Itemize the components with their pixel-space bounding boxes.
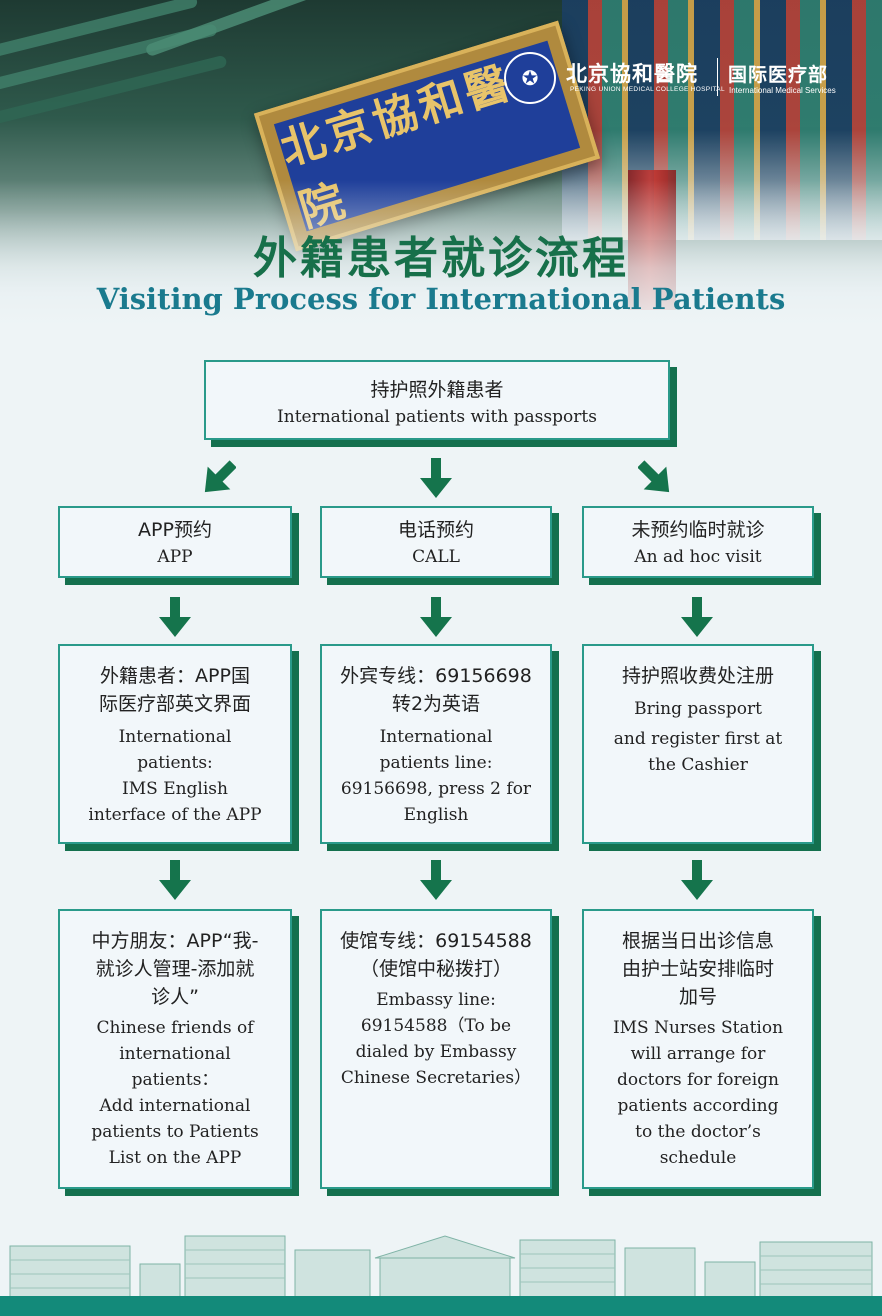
logo-dept-name-cn: 国际医疗部 [728,64,829,86]
detail-cn-line: 就诊人管理-添加就 [95,958,255,980]
arrow-down-right-icon [638,460,670,493]
step-en-line: English [403,805,469,825]
method-en: An ad hoc visit [634,547,762,567]
detail-cn-line: 中方朋友：APP“我- [91,930,259,952]
step-en-line: the Cashier [648,755,748,775]
step-cn-line: 转2为英语 [391,693,481,715]
building [759,1241,873,1300]
roof [374,1235,516,1259]
detail-cn-line: 使馆专线：69154588 [340,930,532,952]
logo-divider [717,58,718,96]
page-title-cn: 外籍患者就诊流程 [253,233,629,284]
method-cn: 电话预约 [397,519,474,541]
detail-en-line: to the doctor’s [635,1122,761,1142]
detail-box-adhoc: 根据当日出诊信息 由护士站安排临时 加号 IMS Nurses Station … [582,909,814,1189]
step-cn-line: 际医疗部英文界面 [98,693,251,715]
logo-hospital-name-en: PEKING UNION MEDICAL COLLEGE HOSPITAL [570,86,725,93]
building [139,1263,181,1300]
roof-tile [0,54,228,130]
detail-en-line: List on the APP [108,1148,242,1168]
header-photo: 北京協和醫院 [0,0,882,340]
start-box: 持护照外籍患者 International patients with pass… [204,360,670,440]
detail-en-line: dialed by Embassy [355,1042,517,1062]
step-en-line: 69156698, press 2 for [340,779,532,799]
method-cn: 未预约临时就诊 [631,519,765,541]
detail-cn-line: 诊人” [151,986,199,1008]
detail-en-line: Embassy line: [376,990,496,1010]
start-box-cn: 持护照外籍患者 [370,379,504,401]
method-en: APP [157,547,193,567]
detail-en-line: patients to Patients [91,1122,259,1142]
page-title-en: Visiting Process for International Patie… [96,282,786,316]
arrow-down-icon [420,597,452,637]
step-en-line: and register first at [613,729,783,749]
detail-en-line: patients according [617,1096,779,1116]
step-box-call: 外宾专线：69156698 转2为英语 International patien… [320,644,552,844]
step-en-line: International [118,727,232,747]
building [519,1239,616,1300]
hospital-seal-icon: ✪ [504,52,556,104]
step-cn-line: 持护照收费处注册 [621,665,774,687]
footer-bar [0,1296,882,1316]
detail-box-call: 使馆专线：69154588 （使馆中秘拨打） Embassy line: 691… [320,909,552,1189]
start-box-en: International patients with passports [277,407,597,427]
detail-en-line: Chinese friends of [96,1018,254,1038]
step-en-line: Bring passport [634,699,762,719]
detail-en-line: Add international [99,1096,251,1116]
arrow-down-icon [681,860,713,900]
building [294,1249,371,1300]
step-en-line: International [379,727,493,747]
detail-en-line: will arrange for [630,1044,766,1064]
arrow-down-left-icon [204,460,236,493]
building [9,1245,131,1300]
arrow-down-icon [420,458,452,498]
building [184,1235,286,1300]
detail-cn-line: 加号 [678,986,717,1008]
arrow-down-icon [159,597,191,637]
detail-cn-line: 根据当日出诊信息 [621,930,774,952]
detail-en-line: international [119,1044,231,1064]
arrow-down-icon [420,860,452,900]
detail-en-line: patients： [131,1070,219,1090]
method-box-call: 电话预约 CALL [320,506,552,578]
detail-en-line: schedule [659,1148,737,1168]
logo-dept-name-en: International Medical Services [729,86,836,95]
detail-cn-line: 由护士站安排临时 [621,958,774,980]
logo-hospital-name-cn: 北京協和醫院 [566,61,698,86]
header-fade [0,180,882,340]
method-en: CALL [412,547,460,567]
step-en-line: patients: [137,753,213,773]
method-box-adhoc: 未预约临时就诊 An ad hoc visit [582,506,814,578]
step-cn-line: 外籍患者：APP国 [100,665,250,687]
detail-en-line: Chinese Secretaries） [340,1068,532,1088]
building [379,1257,511,1300]
buildings-illustration [9,1235,873,1300]
step-cn-line: 外宾专线：69156698 [340,665,532,687]
arrow-down-icon [159,860,191,900]
step-en-line: interface of the APP [88,805,262,825]
detail-en-line: doctors for foreign [617,1070,779,1090]
building [704,1261,756,1300]
method-cn: APP预约 [138,519,212,541]
arrow-down-icon [681,597,713,637]
step-en-line: IMS English [122,779,228,799]
detail-box-app: 中方朋友：APP“我- 就诊人管理-添加就 诊人” Chinese friend… [58,909,292,1189]
building [624,1247,696,1300]
detail-en-line: IMS Nurses Station [612,1018,784,1038]
step-box-adhoc: 持护照收费处注册 Bring passport and register fir… [582,644,814,844]
detail-en-line: 69154588（To be [360,1016,512,1036]
step-box-app: 外籍患者：APP国 际医疗部英文界面 International patient… [58,644,292,844]
method-box-app: APP预约 APP [58,506,292,578]
detail-cn-line: （使馆中秘拨打） [359,958,512,980]
step-en-line: patients line: [379,753,493,773]
